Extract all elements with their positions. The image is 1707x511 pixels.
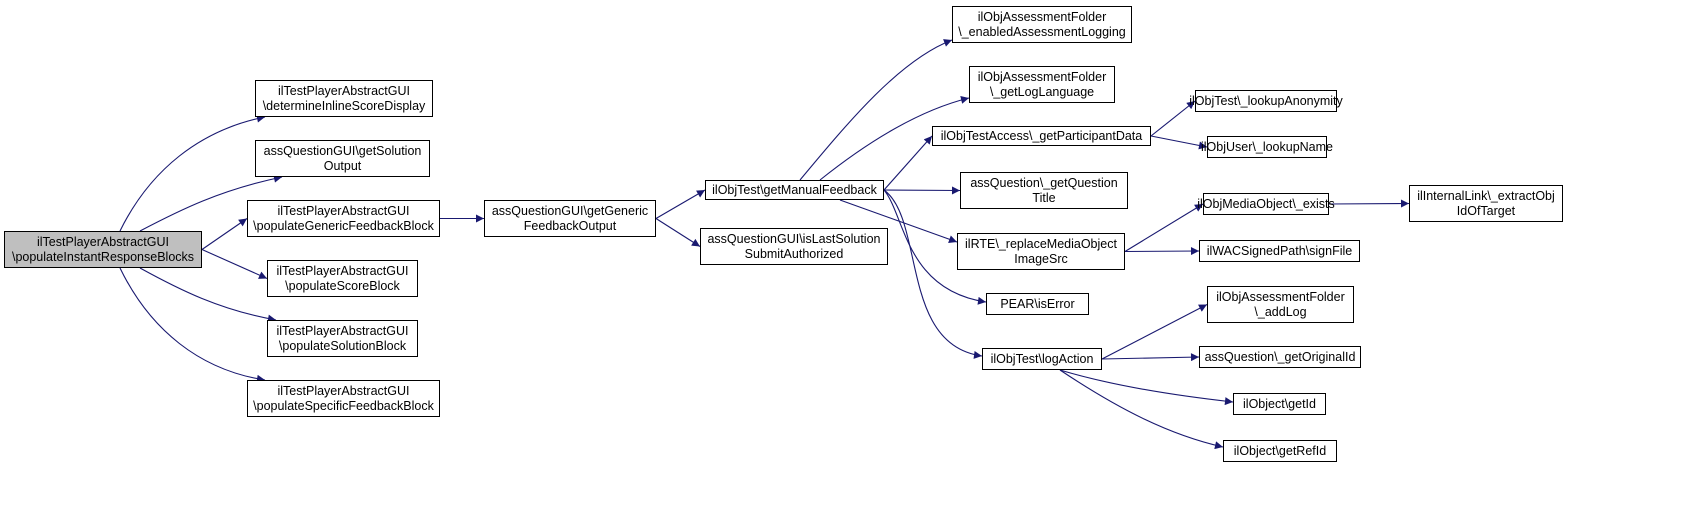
node-label-line: ilRTE\_replaceMediaObject <box>965 236 1117 251</box>
edge-root-to-populateScore <box>201 248 268 280</box>
edge-logAction-to-addLog <box>1101 304 1208 360</box>
node-label-line: \populateSolutionBlock <box>278 338 407 353</box>
node-label-line: \_enabledAssessmentLogging <box>958 24 1126 39</box>
node-label-line: \populateGenericFeedbackBlock <box>253 218 434 233</box>
node-get-participant-data[interactable]: ilObjTestAccess\_getParticipantData <box>932 126 1151 146</box>
edge-getGenericFeedback-to-isLastSolution <box>655 218 701 247</box>
edge-root-to-populateSpecific <box>119 267 266 383</box>
node-label-line: ilObjMediaObject\_exists <box>1197 196 1335 211</box>
node-label-line: \populateSpecificFeedbackBlock <box>253 398 434 413</box>
edge-root-to-populateSolution <box>139 267 277 323</box>
node-label-line: ilTestPlayerAbstractGUI <box>278 83 410 98</box>
node-lookup-name[interactable]: ilObjUser\_lookupName <box>1201 136 1333 158</box>
edge-mediaExists-to-extractObjId <box>1328 199 1410 208</box>
edge-replaceMedia-to-mediaExists <box>1124 203 1204 252</box>
node-label-line: assQuestion\_getOriginalId <box>1204 349 1356 364</box>
edge-getParticipantData-to-lookupAnonymity <box>1150 100 1196 137</box>
node-label-line: ilObjTestAccess\_getParticipantData <box>940 128 1143 143</box>
node-lookup-anonymity[interactable]: ilObjTest\_lookupAnonymity <box>1189 90 1343 112</box>
edge-root-to-determineInline <box>119 114 266 232</box>
node-get-ref-id[interactable]: ilObject\getRefId <box>1223 440 1337 462</box>
node-label-line: ilObject\getId <box>1243 396 1316 411</box>
node-sign-file[interactable]: ilWACSignedPath\signFile <box>1199 240 1360 262</box>
node-label-line: ilObjAssessmentFolder <box>977 9 1107 24</box>
node-label-line: assQuestion\_getQuestion <box>970 175 1118 190</box>
edge-root-to-getSolutionOutput <box>139 174 283 232</box>
node-label-line: ImageSrc <box>1014 251 1068 266</box>
edge-getManualFeedback-to-enabledLogging <box>799 39 953 181</box>
node-label-line: \determineInlineScoreDisplay <box>262 98 426 113</box>
node-determine-inline[interactable]: ilTestPlayerAbstractGUI\determineInlineS… <box>255 80 433 117</box>
edge-getGenericFeedback-to-getManualFeedback <box>655 189 706 219</box>
node-is-error[interactable]: PEAR\isError <box>986 293 1089 315</box>
edge-getManualFeedback-to-getQuestionTitle <box>883 186 961 195</box>
node-label-line: PEAR\isError <box>1000 296 1075 311</box>
edge-getManualFeedback-to-getLogLanguage <box>819 96 970 181</box>
edge-getManualFeedback-to-isError <box>883 189 987 305</box>
edge-replaceMedia-to-signFile <box>1124 247 1200 256</box>
node-root[interactable]: ilTestPlayerAbstractGUI\populateInstantR… <box>4 231 202 268</box>
node-populate-specific[interactable]: ilTestPlayerAbstractGUI\populateSpecific… <box>247 380 440 417</box>
node-label-line: ilObjTest\getManualFeedback <box>712 182 877 197</box>
node-label-line: ilTestPlayerAbstractGUI <box>37 234 169 249</box>
node-label-line: assQuestionGUI\getGeneric <box>491 203 649 218</box>
node-label-line: IdOfTarget <box>1456 203 1516 218</box>
node-label-line: ilTestPlayerAbstractGUI <box>276 323 409 338</box>
node-label-line: \populateScoreBlock <box>285 278 400 293</box>
node-label-line: SubmitAuthorized <box>744 246 844 261</box>
edge-logAction-to-getRefId <box>1059 369 1224 450</box>
node-label-line: assQuestionGUI\isLastSolution <box>707 231 881 246</box>
edge-getManualFeedback-to-replaceMedia <box>839 199 958 244</box>
node-label-line: Title <box>1032 190 1056 205</box>
node-label-line: \populateInstantResponseBlocks <box>11 249 195 264</box>
node-populate-generic-feedback[interactable]: ilTestPlayerAbstractGUI\populateGenericF… <box>247 200 440 237</box>
node-label-line: ilInternalLink\_extractObj <box>1417 188 1555 203</box>
node-label-line: ilWACSignedPath\signFile <box>1206 243 1353 258</box>
node-label-line: assQuestionGUI\getSolution <box>263 143 422 158</box>
edge-logAction-to-getOriginalId <box>1101 353 1200 362</box>
node-label-line: ilObjTest\logAction <box>990 351 1094 366</box>
node-label-line: ilObject\getRefId <box>1233 443 1327 458</box>
node-get-manual-feedback[interactable]: ilObjTest\getManualFeedback <box>705 180 884 200</box>
node-label-line: ilObjUser\_lookupName <box>1201 139 1334 154</box>
node-label-line: \_getLogLanguage <box>989 84 1095 99</box>
edge-root-to-populateGenericFeedback <box>201 218 248 250</box>
node-label-line: ilObjTest\_lookupAnonymity <box>1189 93 1343 108</box>
node-media-exists[interactable]: ilObjMediaObject\_exists <box>1197 193 1335 215</box>
edge-getManualFeedback-to-logAction <box>883 189 983 359</box>
node-log-action[interactable]: ilObjTest\logAction <box>982 348 1102 370</box>
node-label-line: FeedbackOutput <box>523 218 617 233</box>
edge-getManualFeedback-to-getParticipantData <box>883 135 933 191</box>
node-get-original-id[interactable]: assQuestion\_getOriginalId <box>1199 346 1361 368</box>
node-get-id[interactable]: ilObject\getId <box>1233 393 1326 415</box>
node-label-line: ilTestPlayerAbstractGUI <box>277 383 410 398</box>
node-enabled-logging[interactable]: ilObjAssessmentFolder\_enabledAssessment… <box>952 6 1132 43</box>
node-label-line: Output <box>323 158 362 173</box>
node-add-log[interactable]: ilObjAssessmentFolder\_addLog <box>1207 286 1354 323</box>
node-populate-score[interactable]: ilTestPlayerAbstractGUI\populateScoreBlo… <box>267 260 418 297</box>
node-label-line: ilTestPlayerAbstractGUI <box>277 203 410 218</box>
edge-logAction-to-getId <box>1059 369 1234 406</box>
node-label-line: \_addLog <box>1254 304 1307 319</box>
node-label-line: ilObjAssessmentFolder <box>1216 289 1345 304</box>
edge-getParticipantData-to-lookupName <box>1150 135 1208 150</box>
node-label-line: ilTestPlayerAbstractGUI <box>276 263 409 278</box>
node-populate-solution[interactable]: ilTestPlayerAbstractGUI\populateSolution… <box>267 320 418 357</box>
node-label-line: ilObjAssessmentFolder <box>977 69 1107 84</box>
node-get-log-language[interactable]: ilObjAssessmentFolder\_getLogLanguage <box>969 66 1115 103</box>
